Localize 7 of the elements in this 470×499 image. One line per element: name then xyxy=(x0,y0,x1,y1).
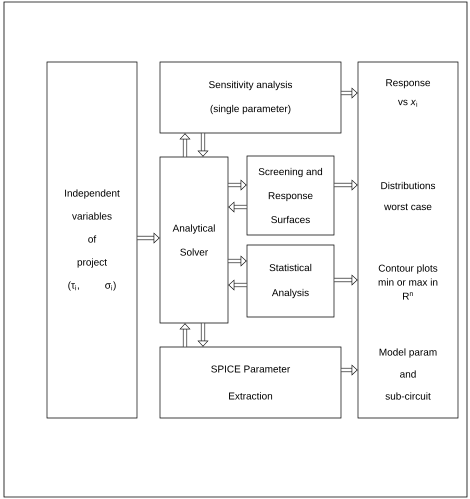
output-box: Response vs x$_{i}$ Distributions worst case Contour plots min or max in R$^{n}$ Model param and sub-circuit xyxy=(358,62,458,418)
process-box: SPICE Parameter Extraction xyxy=(160,346,342,418)
process-box: Analytical Solver xyxy=(160,156,228,324)
process-box: Screening and Response Surfaces xyxy=(246,156,334,236)
process-box: Independent variables of project (τ$_{i}$, σ$_{i}$) xyxy=(46,62,138,418)
process-box: Sensitivity analysis (single parameter) xyxy=(160,62,342,134)
process-box: Statistical Analysis xyxy=(246,244,334,318)
